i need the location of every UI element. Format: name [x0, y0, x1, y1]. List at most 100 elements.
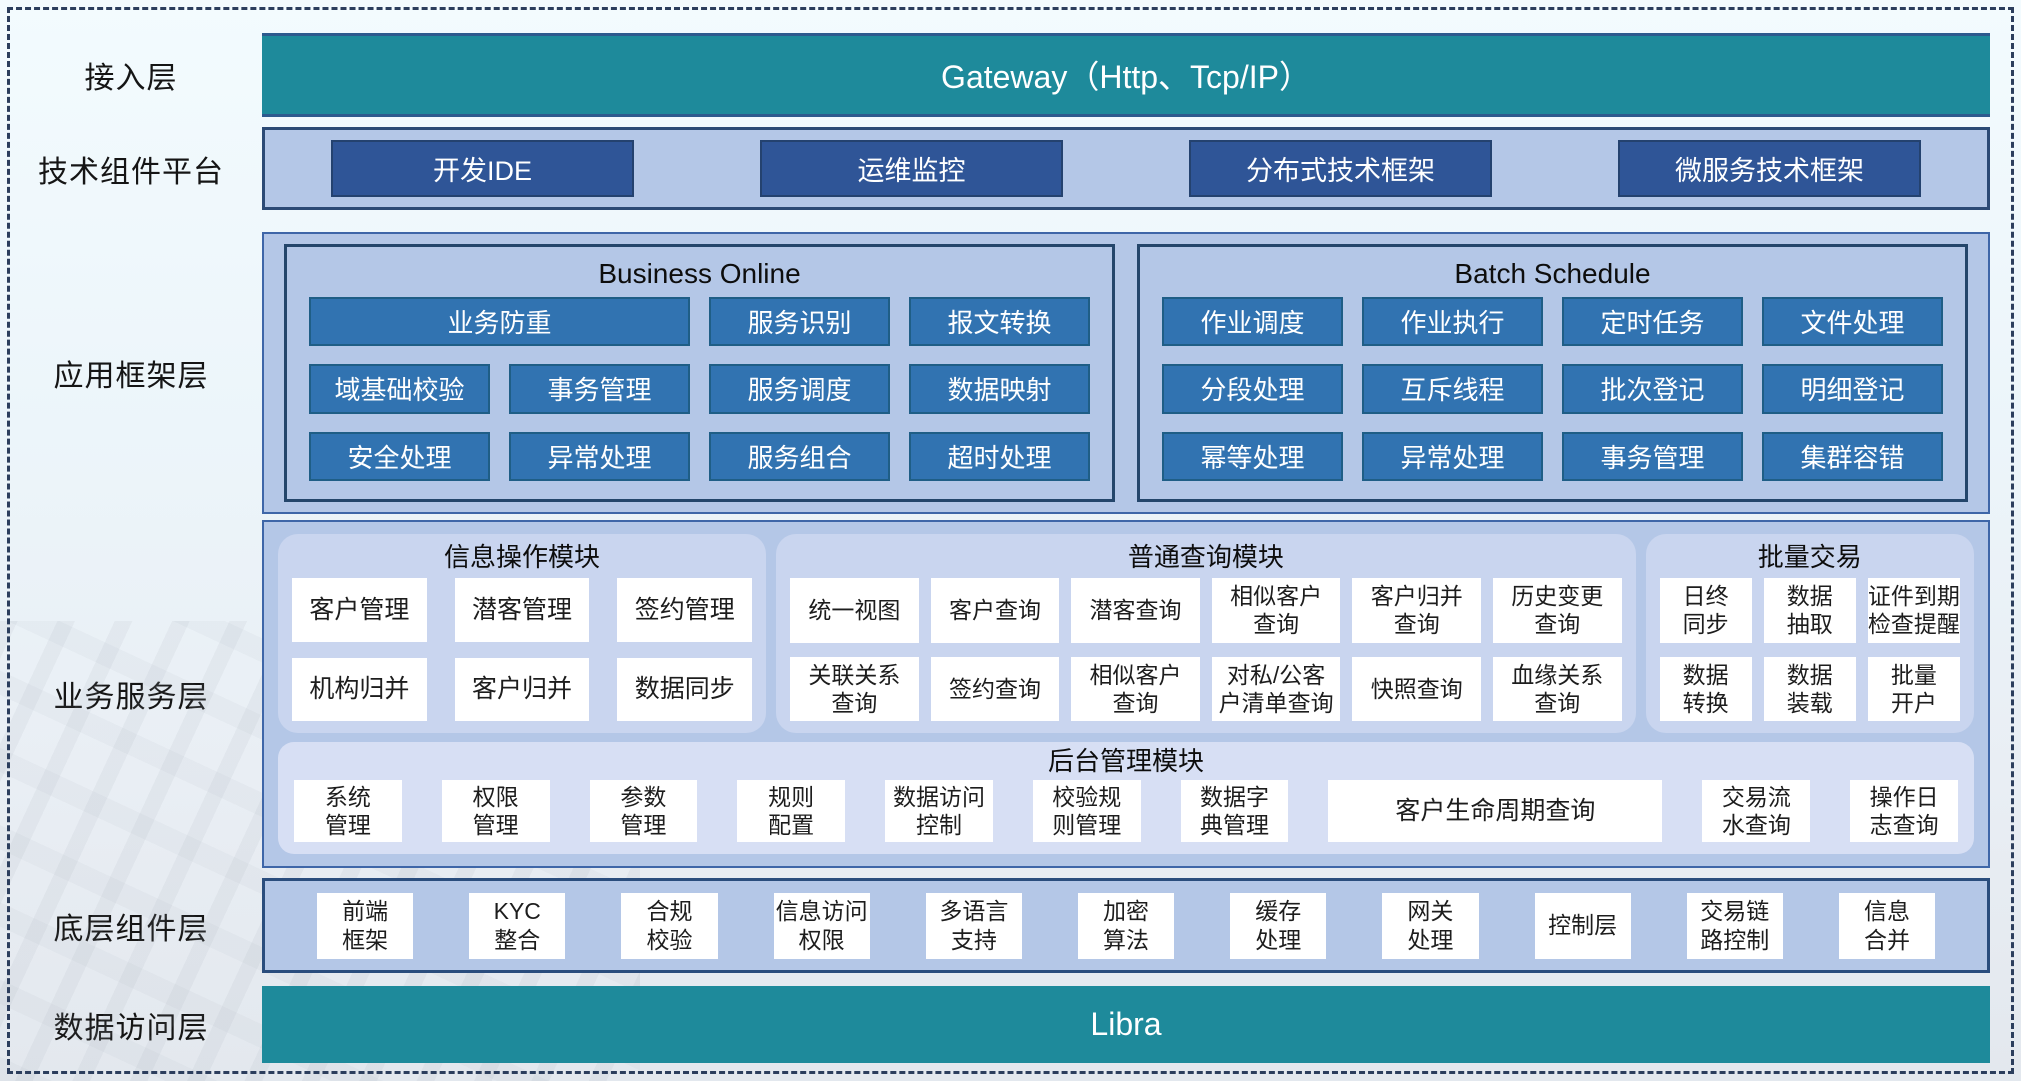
framework-group-title: Batch Schedule — [1454, 258, 1651, 289]
framework-module-box: 事务管理 — [1562, 431, 1743, 481]
framework-module-box: 文件处理 — [1762, 297, 1943, 347]
service-cell: 客户查询 — [930, 578, 1060, 643]
service-cell: 客户管理 — [292, 578, 427, 642]
layer-row-access: 接入层 Gateway（Http、Tcp/IP） — [0, 33, 2021, 117]
gateway-bar: Gateway（Http、Tcp/IP） — [262, 33, 1990, 117]
layer-row-base-components: 底层组件层 前端 框架 KYC 整合 合规 校验 信息访问 权限 多语言 支持 … — [0, 878, 2021, 973]
service-cell: 数据 抽取 — [1763, 578, 1856, 643]
framework-module-box: 批次登记 — [1562, 364, 1743, 414]
admin-cell: 系统 管理 — [294, 780, 402, 842]
layer-label-base-components: 底层组件层 — [53, 912, 209, 946]
framework-module-box: 业务防重 — [309, 297, 690, 347]
service-cell: 数据 转换 — [1659, 656, 1752, 721]
base-component-cell: 信息访问 权限 — [773, 892, 870, 959]
service-module-title: 批量交易 — [1757, 542, 1862, 572]
base-component-cell: 加密 算法 — [1077, 892, 1175, 959]
layer-row-app-framework: 应用框架层 Business Online 业务防重 服务识别 — [0, 232, 2021, 514]
base-component-cell: 网关 处理 — [1382, 892, 1479, 959]
admin-cell: 交易流 水查询 — [1702, 780, 1811, 842]
framework-module-box: 域基础校验 — [309, 364, 490, 414]
framework-module-box: 服务识别 — [709, 297, 890, 347]
service-cell: 关联关系 查询 — [790, 656, 919, 721]
framework-module-box: 异常处理 — [509, 431, 690, 481]
service-module-title: 普通查询模块 — [1127, 542, 1284, 572]
base-component-cell: 前端 框架 — [317, 892, 414, 959]
admin-module: 后台管理模块 系统 管理 权限 管理 参数 管理 规则 配置 数据访问 控制 — [278, 742, 1974, 854]
layer-label-business-service: 业务服务层 — [53, 681, 209, 714]
framework-module-box: 定时任务 — [1562, 297, 1743, 347]
service-cell: 客户归并 — [454, 657, 590, 721]
service-cell: 快照查询 — [1352, 656, 1481, 721]
framework-module-box: 分段处理 — [1162, 364, 1343, 414]
service-cell: 客户归并 查询 — [1352, 578, 1481, 643]
service-cell: 潜客查询 — [1071, 578, 1200, 643]
service-module-grid: 客户管理 潜客管理 签约管理 机构归并 客户归并 — [292, 578, 753, 721]
base-component-cell: 合规 校验 — [621, 892, 718, 959]
framework-module-box: 明细登记 — [1762, 364, 1943, 414]
service-cell: 血缘关系 查询 — [1492, 656, 1622, 721]
framework-module-box: 作业调度 — [1162, 297, 1343, 347]
app-framework-panel: Business Online 业务防重 服务识别 报文转换 域基础校验 — [262, 232, 1990, 514]
service-cell: 签约查询 — [930, 656, 1060, 721]
framework-group: Batch Schedule 作业调度 作业执行 定时任务 文件处理 — [1137, 244, 1968, 502]
tech-component-box: 运维监控 — [760, 140, 1063, 197]
framework-module-box: 报文转换 — [909, 297, 1090, 347]
service-module: 信息操作模块 客户管理 潜客管理 签约管理 机构归并 — [278, 534, 767, 733]
service-cell: 签约管理 — [617, 578, 753, 642]
base-component-cell: 信息 合并 — [1838, 892, 1936, 959]
service-cell: 对私/公客 户清单查询 — [1211, 656, 1341, 721]
service-cell: 批量 开户 — [1867, 656, 1960, 721]
service-cell: 日终 同步 — [1659, 578, 1752, 643]
tech-component-box: 分布式技术框架 — [1189, 140, 1492, 197]
admin-module-row: 系统 管理 权限 管理 参数 管理 规则 配置 数据访问 控制 校验规 则管理 — [294, 780, 1958, 842]
base-components-panel: 前端 框架 KYC 整合 合规 校验 信息访问 权限 多语言 支持 加密 算法 … — [262, 878, 1990, 973]
service-cell: 潜客管理 — [454, 578, 590, 642]
admin-cell: 操作日 志查询 — [1850, 780, 1958, 842]
service-cell: 相似客户 查询 — [1211, 578, 1341, 643]
layer-label-data-access: 数据访问层 — [53, 1011, 209, 1045]
admin-cell: 数据字 典管理 — [1180, 780, 1289, 842]
framework-module-box: 事务管理 — [509, 364, 690, 414]
service-cell: 相似客户 查询 — [1071, 656, 1200, 721]
framework-module-box: 数据映射 — [909, 364, 1090, 414]
admin-cell: 参数 管理 — [589, 780, 698, 842]
framework-module-box: 作业执行 — [1362, 297, 1543, 347]
business-service-panel: 信息操作模块 客户管理 潜客管理 签约管理 机构归并 — [262, 520, 1990, 868]
service-cell: 统一视图 — [790, 578, 919, 643]
service-cell: 数据 装载 — [1763, 656, 1856, 721]
service-module-grid: 日终 同步 数据 抽取 证件到期 检查提醒 数据 转换 数据 装载 — [1659, 578, 1960, 721]
service-module: 批量交易 日终 同步 数据 抽取 证件到期 检查提醒 数据 — [1645, 534, 1975, 733]
service-module-title: 信息操作模块 — [444, 542, 601, 572]
admin-cell: 校验规 则管理 — [1032, 780, 1141, 842]
service-cell: 机构归并 — [292, 657, 427, 721]
service-cell: 历史变更 查询 — [1492, 578, 1622, 643]
admin-cell: 数据访问 控制 — [885, 780, 993, 842]
tech-component-box: 微服务技术框架 — [1618, 140, 1921, 197]
framework-module-box: 服务组合 — [709, 431, 890, 481]
framework-module-box: 超时处理 — [909, 431, 1090, 481]
layer-label-access: 接入层 — [84, 62, 178, 95]
base-component-cell: 交易链 路控制 — [1686, 892, 1783, 959]
tech-platform-panel: 开发IDE 运维监控 分布式技术框架 微服务技术框架 — [262, 127, 1990, 210]
service-modules-row: 信息操作模块 客户管理 潜客管理 签约管理 机构归并 — [278, 534, 1975, 733]
framework-module-box: 异常处理 — [1362, 431, 1543, 481]
framework-module-box: 幂等处理 — [1162, 431, 1343, 481]
layer-row-business-service: 业务服务层 信息操作模块 客户管理 潜客管理 — [0, 520, 2021, 868]
framework-group-grid: 作业调度 作业执行 定时任务 文件处理 分段处理 互斥线程 — [1162, 297, 1943, 481]
base-component-cell: 控制层 — [1534, 892, 1631, 959]
service-cell: 证件到期 检查提醒 — [1867, 578, 1960, 643]
layer-row-data-access: 数据访问层 Libra — [0, 986, 2021, 1063]
admin-module-title: 后台管理模块 — [1047, 746, 1204, 776]
admin-cell: 权限 管理 — [441, 780, 550, 842]
layer-label-app-framework: 应用框架层 — [53, 360, 209, 393]
admin-cell: 客户生命周期查询 — [1328, 780, 1663, 842]
base-component-cell: KYC 整合 — [469, 892, 566, 959]
layer-row-tech-platform: 技术组件平台 开发IDE 运维监控 分布式技术框架 微服务技术框架 — [0, 127, 2021, 210]
framework-module-box: 服务调度 — [709, 364, 890, 414]
framework-module-box: 互斥线程 — [1362, 364, 1543, 414]
framework-group: Business Online 业务防重 服务识别 报文转换 域基础校验 — [284, 244, 1115, 502]
framework-group-grid: 业务防重 服务识别 报文转换 域基础校验 事务管理 服务调度 — [309, 297, 1090, 481]
framework-module-box: 集群容错 — [1762, 431, 1943, 481]
service-cell: 数据同步 — [617, 657, 753, 721]
